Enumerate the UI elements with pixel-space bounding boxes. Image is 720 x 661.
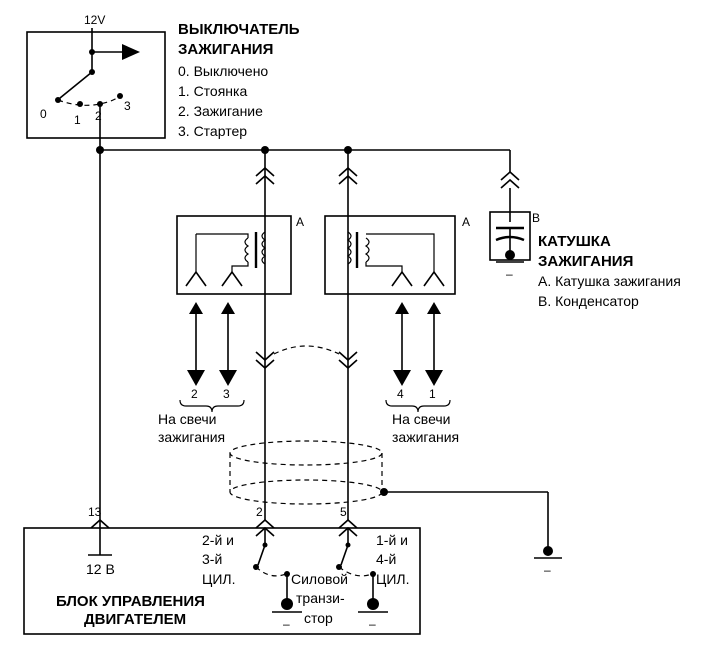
voltage-label: 12V [84, 13, 105, 27]
ecu-cyl-right-1: 1-й и [376, 532, 408, 548]
ecu-cyl-left-3: ЦИЛ. [202, 571, 236, 587]
ignition-switch: 12V 0 1 2 3 ВЫКЛЮЧАТЕЛЬ ЗАЖИГАНИЯ 0. Вык… [26, 13, 300, 148]
shielded-cable: – [229, 440, 562, 577]
plug-pin-3: 3 [223, 387, 230, 401]
ecu-pin-13: 13 [88, 505, 102, 519]
switch-legend-1: 1. Стоянка [178, 83, 247, 99]
ecu-title-1: БЛОК УПРАВЛЕНИЯ [56, 593, 205, 610]
ecu-transistor-2: транзи- [296, 590, 345, 606]
switch-pos-1: 1 [74, 113, 81, 127]
switch-pos-2: 2 [95, 109, 102, 123]
ground-symbol-coil: – [506, 267, 513, 281]
coil-right-box [324, 215, 456, 295]
ground-symbol-cable: – [544, 563, 551, 577]
ignition-coil-label-b: B [532, 211, 540, 225]
ignition-switch-box [26, 31, 166, 139]
spark-plug-arrows-left: 2 3 На свечи зажигания [158, 302, 245, 445]
ecu-supply: 12 В [86, 561, 115, 577]
ignition-switch-title-1: ВЫКЛЮЧАТЕЛЬ [178, 21, 300, 38]
connectors-top [255, 166, 520, 189]
ecu-cyl-right-3: ЦИЛ. [376, 571, 410, 587]
ecu-pin-5: 5 [340, 505, 347, 519]
coil-left-box [176, 215, 292, 295]
spark-plugs-left-line1: На свечи [158, 411, 217, 427]
ecu-transistor-3: стор [304, 610, 333, 626]
ecu-cyl-right-2: 4-й [376, 551, 396, 567]
ecu-cyl-left-2: 3-й [202, 551, 222, 567]
coil-left: A [176, 215, 304, 295]
coil-right: A [324, 215, 470, 295]
ground-ecu-2: – [369, 617, 376, 631]
ecu: 13 12 В 2 – 2-й и 3-й ЦИЛ. 5 – 1-й [23, 505, 421, 635]
switch-legend-2: 2. Зажигание [178, 103, 263, 119]
switch-pos-3: 3 [124, 99, 131, 113]
coil-right-label: A [462, 215, 470, 229]
ignition-coil-title-1: КАТУШКА [538, 233, 611, 250]
ignition-coil: B – КАТУШКА ЗАЖИГАНИЯ А. Катушка зажиган… [489, 188, 681, 309]
ecu-title-2: ДВИГАТЕЛЕМ [84, 611, 186, 628]
ignition-coil-title-2: ЗАЖИГАНИЯ [538, 253, 633, 270]
ecu-cyl-left-1: 2-й и [202, 532, 234, 548]
plug-pin-2: 2 [191, 387, 198, 401]
spark-plugs-right-line2: зажигания [392, 429, 459, 445]
ecu-transistor-1: Силовой [291, 571, 348, 587]
ignition-switch-title-2: ЗАЖИГАНИЯ [178, 41, 273, 58]
coil-left-label: A [296, 215, 304, 229]
switch-legend-0: 0. Выключено [178, 63, 268, 79]
ignition-coil-legend-a: А. Катушка зажигания [538, 273, 681, 289]
ignition-coil-legend-b: В. Конденсатор [538, 293, 639, 309]
spark-plugs-left-line2: зажигания [158, 429, 225, 445]
spark-plugs-right-line1: На свечи [392, 411, 451, 427]
plug-pin-1: 1 [429, 387, 436, 401]
plug-pin-4: 4 [397, 387, 404, 401]
ecu-box [23, 527, 421, 635]
ground-ecu-1: – [283, 617, 290, 631]
supply-bus [96, 146, 511, 520]
switch-pos-0: 0 [40, 107, 47, 121]
spark-plug-arrows-right: 4 1 На свечи зажигания [385, 302, 459, 445]
output-arrow-icon [122, 44, 140, 60]
connectors-mid [255, 345, 358, 370]
switch-legend-3: 3. Стартер [178, 123, 247, 139]
ecu-pin-2: 2 [256, 505, 263, 519]
